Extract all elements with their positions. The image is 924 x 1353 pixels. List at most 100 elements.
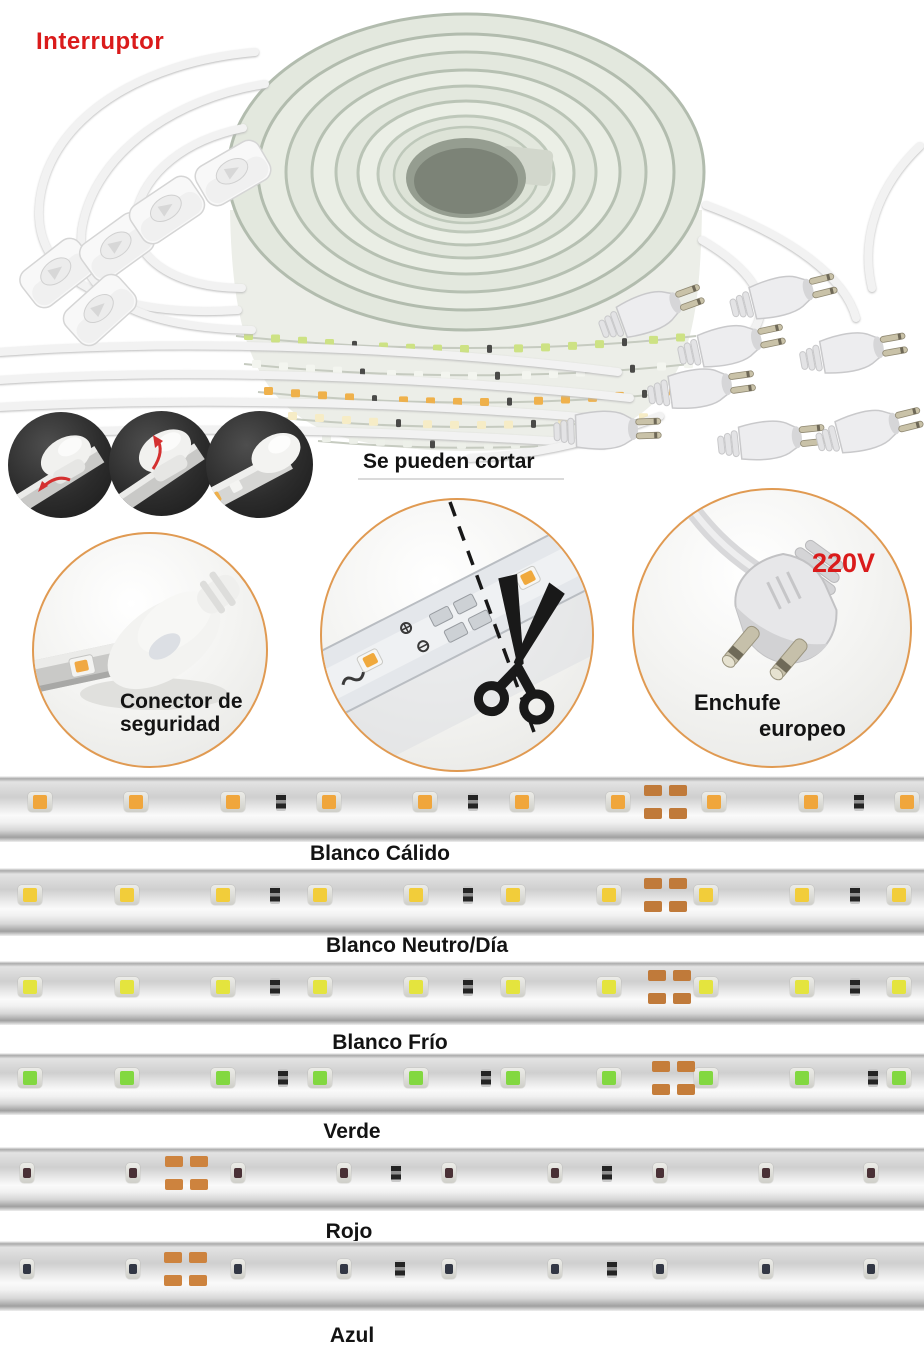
cut-point-pad: [165, 1156, 183, 1167]
led-chip: [211, 885, 235, 905]
led-chip-die: [33, 795, 47, 809]
cut-point-pad: [652, 1084, 670, 1095]
led-chip-die: [216, 980, 230, 994]
led-chip: [308, 885, 332, 905]
cut-point-pad: [669, 808, 687, 819]
led-chip: [597, 1068, 621, 1088]
led-strip-band-azul: [0, 1241, 924, 1311]
resistor-chip: [270, 886, 280, 904]
resistor-chip: [481, 1069, 491, 1087]
led-chip: [18, 885, 42, 905]
cut-point-pad: [644, 901, 662, 912]
led-chip-die: [23, 1168, 31, 1178]
led-chip-die: [551, 1168, 559, 1178]
led-chip-die: [313, 888, 327, 902]
led-chip-die: [23, 980, 37, 994]
led-chip: [337, 1163, 351, 1183]
cut-point-pad: [189, 1252, 207, 1263]
led-chip-die: [313, 1071, 327, 1085]
led-chip-die: [445, 1168, 453, 1178]
resistor-chip: [607, 1260, 617, 1278]
safety-connector-label-line1: Conector de: [120, 690, 243, 713]
led-chip: [308, 977, 332, 997]
safety-connector-label-line2: seguridad: [120, 713, 221, 736]
led-chip: [694, 885, 718, 905]
cut-point-pad: [673, 993, 691, 1004]
solder-pads: [428, 593, 493, 643]
led-chip: [28, 792, 52, 812]
led-chip: [20, 1163, 34, 1183]
led-chip: [548, 1163, 562, 1183]
led-chip-die: [611, 795, 625, 809]
led-chip-die: [445, 1264, 453, 1274]
resistor-chip: [270, 978, 280, 996]
led-chip: [501, 885, 525, 905]
led-chip: [404, 1068, 428, 1088]
led-chip: [887, 885, 911, 905]
led-chip-die: [120, 1071, 134, 1085]
led-chip-die: [900, 795, 914, 809]
led-chip-die: [656, 1264, 664, 1274]
led-chip-die: [515, 795, 529, 809]
led-chip: [702, 792, 726, 812]
led-chip: [606, 792, 630, 812]
strip-label-blanco-neutro-dia: Blanco Neutro/Día: [325, 934, 509, 957]
led-chip-die: [795, 1071, 809, 1085]
led-chip-die: [602, 980, 616, 994]
led-chip: [337, 1259, 351, 1279]
led-chip-die: [120, 980, 134, 994]
resistor-chip: [463, 978, 473, 996]
cut-line: [448, 501, 536, 733]
voltage-label: 220V: [812, 548, 876, 578]
led-chip: [864, 1163, 878, 1183]
led-chip-die: [602, 888, 616, 902]
led-chip: [887, 977, 911, 997]
led-chip-die: [762, 1264, 770, 1274]
led-chip-die: [226, 795, 240, 809]
led-chip-die: [313, 980, 327, 994]
led-chip-die: [551, 1264, 559, 1274]
led-strip-band-verde: [0, 1053, 924, 1115]
led-chip: [126, 1163, 140, 1183]
cut-point-pad: [189, 1275, 207, 1286]
eu-plug: [553, 410, 662, 450]
led-chip: [653, 1163, 667, 1183]
cut-point-pad: [644, 785, 662, 796]
eu-plug-label-line2: europeo: [759, 716, 846, 741]
strip-label-blanco-frio: Blanco Frío: [332, 1031, 448, 1054]
switch-annotation: Interruptor: [36, 28, 165, 55]
inline-switch-group: [19, 139, 272, 347]
product-photo: [0, 12, 924, 462]
eu-plug: [677, 323, 786, 368]
led-chip: [597, 977, 621, 997]
cut-point-pad: [164, 1275, 182, 1286]
cut-point-pad: [669, 785, 687, 796]
led-chip: [694, 977, 718, 997]
safety-connector-callout: Conector de seguridad: [32, 532, 268, 768]
led-chip: [404, 885, 428, 905]
eu-plug: [799, 332, 908, 374]
cut-point-pad: [190, 1179, 208, 1190]
resistor-chip: [854, 793, 864, 811]
led-chip: [759, 1259, 773, 1279]
resistor-chip: [391, 1164, 401, 1182]
inline-switch: [19, 237, 95, 309]
eu-plug: [721, 539, 844, 681]
cut-point-pad: [652, 1061, 670, 1072]
led-chip-die: [216, 1071, 230, 1085]
led-strip-band-rojo: [0, 1147, 924, 1211]
resistor-chip: [850, 978, 860, 996]
led-chip-die: [804, 795, 818, 809]
resistor-chip: [395, 1260, 405, 1278]
led-chip-die: [602, 1071, 616, 1085]
led-chip-die: [707, 795, 721, 809]
inline-switch: [128, 175, 206, 245]
inline-switch: [62, 273, 138, 347]
cut-point-pad: [648, 970, 666, 981]
led-chip-die: [234, 1168, 242, 1178]
led-chip-die: [506, 1071, 520, 1085]
led-chip-die: [23, 1071, 37, 1085]
eu-plug: [815, 407, 924, 454]
led-chip-die: [699, 980, 713, 994]
cut-point-pad: [165, 1179, 183, 1190]
